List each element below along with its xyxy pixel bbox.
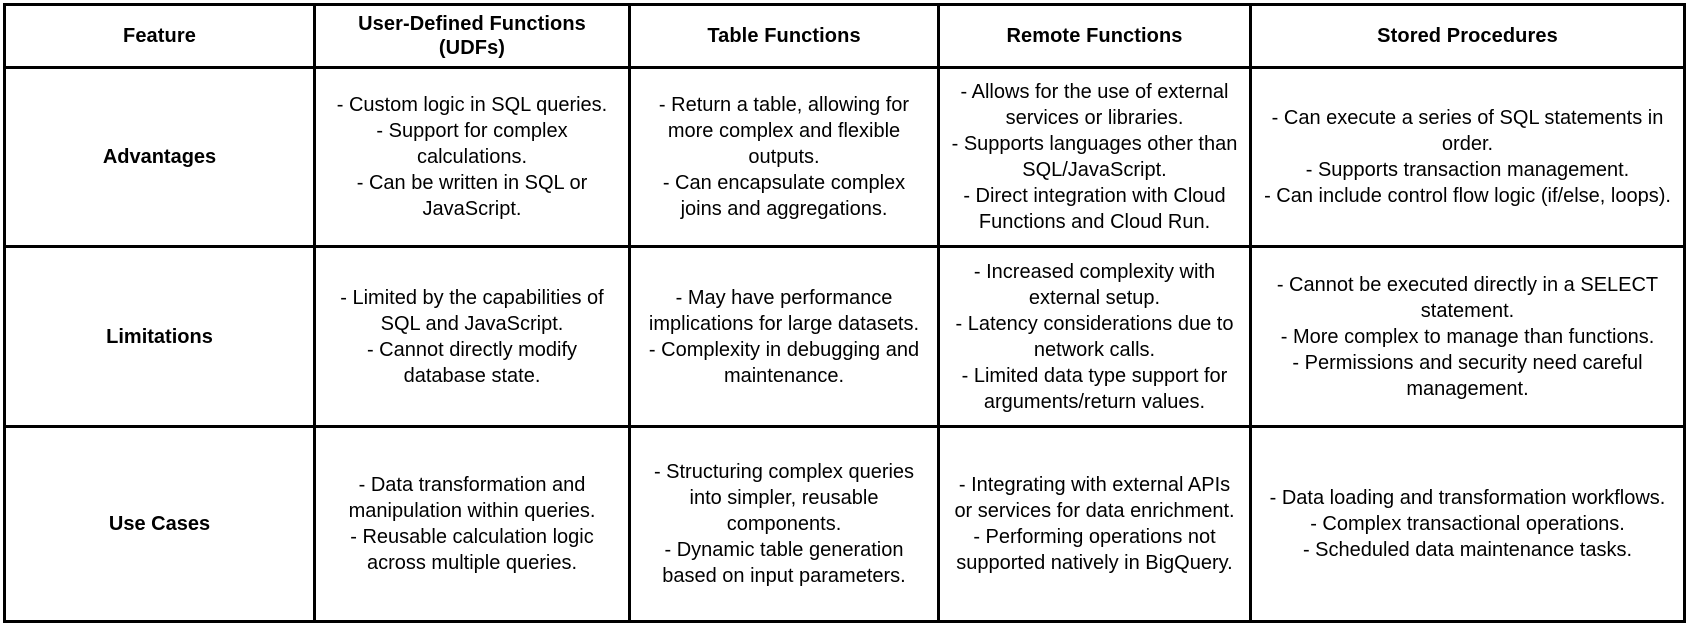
cell-lines: - Allows for the use of external service… bbox=[950, 79, 1239, 235]
cell-line: - Cannot directly modify database state. bbox=[366, 338, 578, 387]
cell-line: - Cannot be executed directly in a SELEC… bbox=[1276, 273, 1659, 322]
cell-advantages-stored-procedures: - Can execute a series of SQL statements… bbox=[1249, 65, 1686, 249]
cell-use-cases-table-functions: - Structuring complex queries into simpl… bbox=[628, 424, 940, 624]
cell-line: - Can include control flow logic (if/els… bbox=[1264, 185, 1671, 208]
column-header-feature: Feature bbox=[3, 3, 316, 69]
cell-advantages-table-functions: - Return a table, allowing for more comp… bbox=[628, 65, 940, 249]
cell-line: - Increased complexity with external set… bbox=[973, 260, 1216, 309]
cell-line: - Data loading and transformation workfl… bbox=[1269, 486, 1666, 509]
cell-line: - Latency considerations due to network … bbox=[955, 312, 1234, 361]
cell-limitations-remote-functions: - Increased complexity with external set… bbox=[937, 245, 1252, 428]
cell-line: - Permissions and security need careful … bbox=[1292, 351, 1643, 400]
table-row: Limitations - Limited by the capabilitie… bbox=[3, 245, 1686, 428]
cell-line: - Supports transaction management. bbox=[1305, 159, 1630, 182]
column-header-stored-procedures: Stored Procedures bbox=[1249, 3, 1686, 69]
row-header-limitations: Limitations bbox=[3, 245, 316, 428]
cell-line: - Structuring complex queries into simpl… bbox=[653, 460, 915, 535]
cell-lines: - Integrating with external APIs or serv… bbox=[950, 472, 1239, 576]
column-header-table-functions: Table Functions bbox=[628, 3, 940, 69]
cell-line: - Limited by the capabilities of SQL and… bbox=[340, 286, 604, 335]
table-header: Feature User-Defined Functions (UDFs) Ta… bbox=[3, 3, 1686, 69]
cell-lines: - May have performance implications for … bbox=[641, 285, 927, 389]
cell-line: - Direct integration with Cloud Function… bbox=[963, 185, 1226, 234]
bigquery-routines-comparison-table: Feature User-Defined Functions (UDFs) Ta… bbox=[3, 3, 1686, 624]
cell-line: - Reusable calculation logic across mult… bbox=[350, 525, 594, 574]
cell-line: - Data transformation and manipulation w… bbox=[348, 473, 596, 522]
cell-line: - Complex transactional operations. bbox=[1310, 512, 1625, 535]
cell-line: - Limited data type support for argument… bbox=[961, 364, 1228, 413]
cell-line: - May have performance implications for … bbox=[648, 286, 920, 335]
cell-line: - Supports languages other than SQL/Java… bbox=[951, 133, 1238, 182]
cell-advantages-udf: - Custom logic in SQL queries. - Support… bbox=[313, 65, 631, 249]
cell-line: - Can encapsulate complex joins and aggr… bbox=[662, 172, 906, 221]
cell-advantages-remote-functions: - Allows for the use of external service… bbox=[937, 65, 1252, 249]
row-header-use-cases: Use Cases bbox=[3, 424, 316, 624]
cell-lines: - Custom logic in SQL queries. - Support… bbox=[326, 92, 618, 222]
table-row: Advantages - Custom logic in SQL queries… bbox=[3, 65, 1686, 249]
cell-line: - Can be written in SQL or JavaScript. bbox=[356, 172, 588, 221]
cell-line: - Custom logic in SQL queries. bbox=[336, 94, 608, 117]
cell-line: - Allows for the use of external service… bbox=[960, 81, 1229, 130]
cell-limitations-table-functions: - May have performance implications for … bbox=[628, 245, 940, 428]
cell-limitations-udf: - Limited by the capabilities of SQL and… bbox=[313, 245, 631, 428]
cell-limitations-stored-procedures: - Cannot be executed directly in a SELEC… bbox=[1249, 245, 1686, 428]
cell-line: - Integrating with external APIs or serv… bbox=[954, 473, 1235, 522]
cell-line: - Dynamic table generation based on inpu… bbox=[662, 538, 906, 587]
cell-use-cases-stored-procedures: - Data loading and transformation workfl… bbox=[1249, 424, 1686, 624]
cell-lines: - Cannot be executed directly in a SELEC… bbox=[1262, 272, 1673, 402]
cell-lines: - Data loading and transformation workfl… bbox=[1262, 485, 1673, 563]
row-header-advantages: Advantages bbox=[3, 65, 316, 249]
cell-lines: - Data transformation and manipulation w… bbox=[326, 472, 618, 576]
column-header-user-defined-functions: User-Defined Functions (UDFs) bbox=[313, 3, 631, 69]
cell-lines: - Can execute a series of SQL statements… bbox=[1262, 105, 1673, 209]
cell-lines: - Structuring complex queries into simpl… bbox=[641, 459, 927, 589]
cell-lines: - Increased complexity with external set… bbox=[950, 259, 1239, 415]
cell-use-cases-udf: - Data transformation and manipulation w… bbox=[313, 424, 631, 624]
table-row: Use Cases - Data transformation and mani… bbox=[3, 424, 1686, 624]
table-body: Advantages - Custom logic in SQL queries… bbox=[3, 65, 1686, 624]
cell-lines: - Limited by the capabilities of SQL and… bbox=[326, 285, 618, 389]
column-header-remote-functions: Remote Functions bbox=[937, 3, 1252, 69]
cell-line: - More complex to manage than functions. bbox=[1280, 325, 1655, 348]
cell-line: - Scheduled data maintenance tasks. bbox=[1302, 538, 1633, 561]
cell-use-cases-remote-functions: - Integrating with external APIs or serv… bbox=[937, 424, 1252, 624]
header-row: Feature User-Defined Functions (UDFs) Ta… bbox=[3, 3, 1686, 69]
cell-line: - Support for complex calculations. bbox=[376, 120, 568, 169]
cell-line: - Performing operations not supported na… bbox=[956, 525, 1233, 574]
cell-lines: - Return a table, allowing for more comp… bbox=[641, 92, 927, 222]
cell-line: - Can execute a series of SQL statements… bbox=[1271, 107, 1664, 156]
cell-line: - Return a table, allowing for more comp… bbox=[658, 94, 910, 169]
cell-line: - Complexity in debugging and maintenanc… bbox=[648, 338, 920, 387]
